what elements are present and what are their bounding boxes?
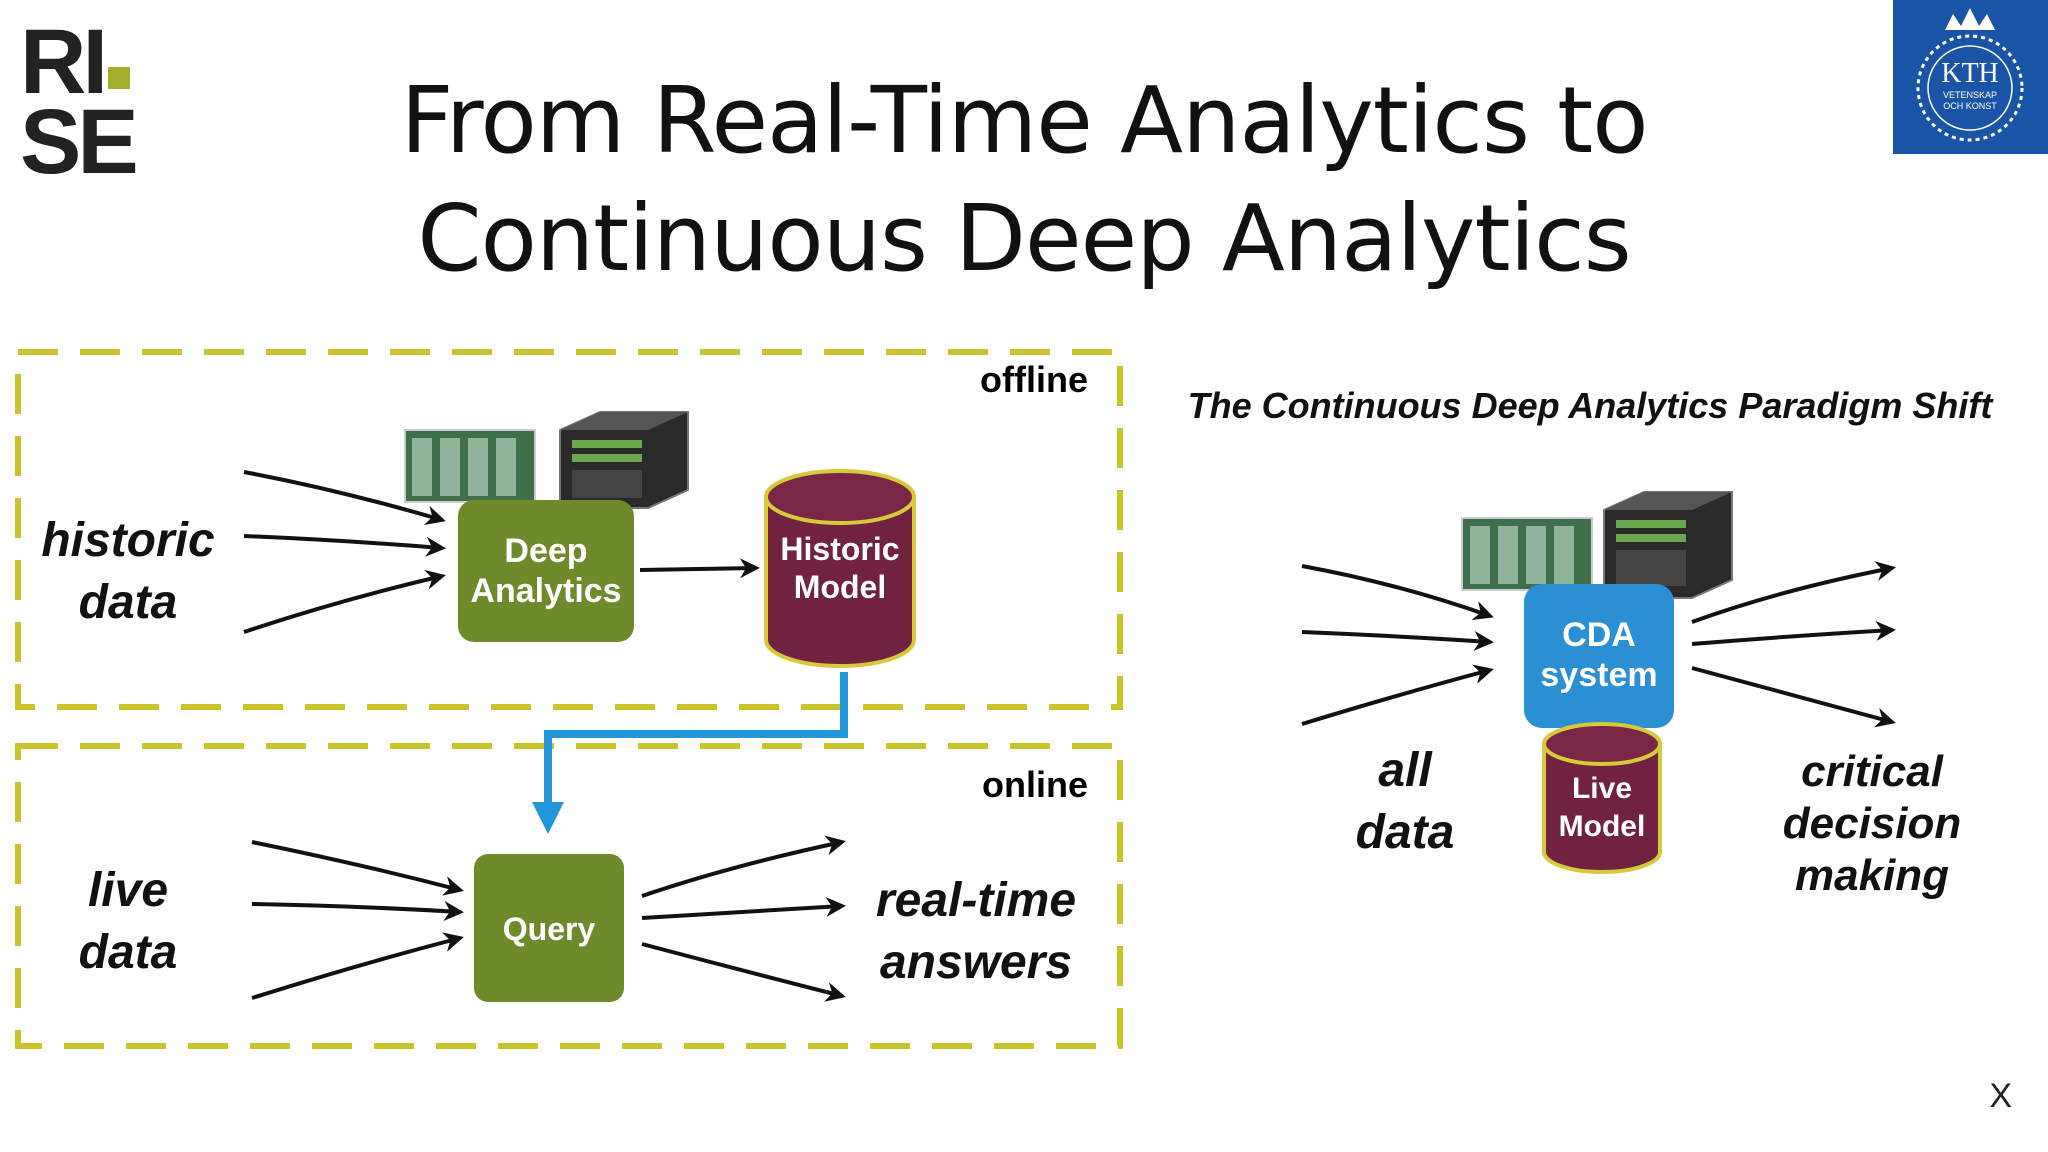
svg-text:Deep: Deep [504,532,587,570]
svg-text:data: data [79,576,178,629]
svg-text:Analytics: Analytics [470,572,621,610]
offline-label: offline [980,359,1088,400]
svg-text:Model: Model [1559,810,1646,843]
svg-text:CDA: CDA [1562,616,1636,654]
cda-system-box [1524,584,1674,728]
svg-text:VETENSKAP: VETENSKAP [1943,90,1997,100]
realtime-answers-label: real-time [876,874,1076,927]
close-button[interactable]: X [1989,1077,2012,1115]
svg-text:Historic: Historic [780,531,899,567]
online-region [15,743,1123,1049]
online-label: online [982,764,1088,805]
svg-text:Live: Live [1572,772,1632,805]
svg-text:Model: Model [794,569,886,605]
historic-model-cylinder: Historic Model [764,469,916,668]
all-data-label: all [1378,744,1433,797]
svg-text:Query: Query [503,911,596,947]
server-hardware-icon-right [1461,491,1733,599]
svg-text:data: data [1356,806,1455,859]
svg-text:data: data [79,926,178,979]
offline-region [15,349,1123,710]
paradigm-heading: The Continuous Deep Analytics Paradigm S… [1188,385,1995,426]
decision-making-label: critical [1801,747,1944,796]
rise-logo: RI SE [20,11,139,193]
svg-text:decision: decision [1783,799,1962,848]
live-data-label: live [88,864,168,917]
svg-text:system: system [1540,656,1657,694]
historic-data-label: historic [41,514,214,567]
model-to-query-connector [532,672,848,834]
svg-text:answers: answers [880,936,1072,989]
slide-title: From Real-Time Analytics to Continuous D… [400,67,1648,292]
svg-text:making: making [1795,851,1949,900]
deep-analytics-box [458,500,634,642]
live-model-cylinder: Live Model [1542,722,1662,874]
svg-text:OCH KONST: OCH KONST [1943,101,1997,111]
server-hardware-icon [404,411,689,509]
kth-logo-text: KTH [1941,58,1999,89]
query-box [474,854,624,1002]
kth-logo: KTH VETENSKAP OCH KONST [1893,0,2048,154]
rise-logo-dot [108,67,130,89]
